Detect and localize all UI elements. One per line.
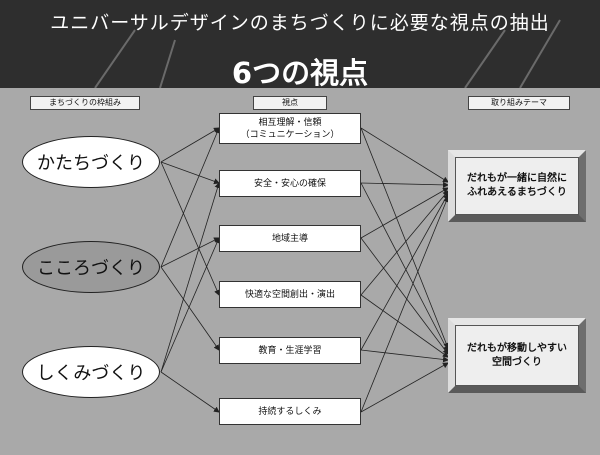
arrow-frame1-view2: [160, 161, 220, 185]
arrow-view4-theme2: [360, 294, 449, 358]
arrow-frame3-view2: [160, 182, 221, 373]
title-band-decoration: [94, 19, 561, 88]
arrow-view5-theme1: [360, 193, 449, 351]
framework-shikumi: しくみづくり: [22, 346, 160, 398]
arrow-view5-theme2: [360, 349, 449, 363]
theme-line: だれもが移動しやすい: [467, 342, 567, 354]
page-title: ユニバーサルデザインのまちづくりに必要な視点の抽出: [50, 12, 550, 34]
theme-line: 空間づくり: [492, 356, 542, 368]
theme-line: ふれあえるまちづくり: [467, 187, 567, 198]
arrow-view2-theme2: [360, 182, 449, 352]
theme-community: だれもが一緒に自然に ふれあえるまちづくり: [455, 157, 579, 215]
viewpoint-line: 安全・安心の確保: [253, 178, 326, 189]
theme-community-box: だれもが一緒に自然に ふれあえるまちづくり: [448, 150, 586, 222]
arrow-frame3-view6: [160, 371, 220, 413]
viewpoint-safety: 安全・安心の確保: [219, 170, 361, 197]
viewpoint-line: 快適な空間創出・演出: [244, 289, 335, 300]
arrow-frame1-view4: [160, 161, 220, 296]
viewpoint-line: 相互理解・信頼: [258, 117, 322, 128]
viewpoint-line: 地域主導: [271, 233, 308, 244]
viewpoint-education: 教育・生涯学習: [219, 337, 361, 364]
viewpoint-line: 持続するしくみ: [258, 406, 322, 417]
arrow-view3-theme1: [360, 187, 449, 239]
header-viewpoints: 視点: [253, 96, 327, 110]
viewpoint-community-led: 地域主導: [219, 225, 361, 252]
header-themes: 取り組みテーマ: [468, 96, 570, 110]
arrow-frame2-view1: [160, 127, 220, 268]
arrow-frame1-view1: [160, 127, 220, 163]
arrow-view6-theme1: [360, 196, 449, 413]
arrow-view4-theme1: [360, 190, 449, 296]
framework-kokoro: こころづくり: [22, 241, 160, 293]
arrow-view6-theme2: [360, 362, 449, 413]
framework-katachi: かたちづくり: [22, 136, 160, 188]
arrow-frame2-view5: [160, 266, 220, 351]
arrow-view3-theme2: [360, 237, 449, 355]
arrow-view1-theme2: [360, 127, 449, 349]
viewpoint-comfortable-space: 快適な空間創出・演出: [219, 281, 361, 308]
diagram-subtitle: 6つの視点: [231, 56, 369, 90]
title-band: [0, 0, 600, 88]
viewpoint-sustainable-system: 持続するしくみ: [219, 398, 361, 425]
viewpoint-line: 教育・生涯学習: [258, 345, 322, 356]
theme-mobility: だれもが移動しやすい 空間づくり: [455, 325, 579, 386]
arrow-frame3-view3: [160, 237, 220, 373]
arrow-view1-theme1: [360, 127, 449, 183]
viewpoint-line: （コミュニケーション）: [240, 129, 340, 140]
header-frame: まちづくりの枠組み: [30, 96, 140, 110]
theme-line: だれもが一緒に自然に: [467, 173, 567, 184]
arrow-frame2-view3: [160, 237, 220, 268]
viewpoint-mutual-understanding: 相互理解・信頼 （コミュニケーション）: [219, 113, 361, 144]
theme-mobility-box: だれもが移動しやすい 空間づくり: [448, 318, 586, 393]
arrow-view2-theme1: [360, 181, 449, 188]
